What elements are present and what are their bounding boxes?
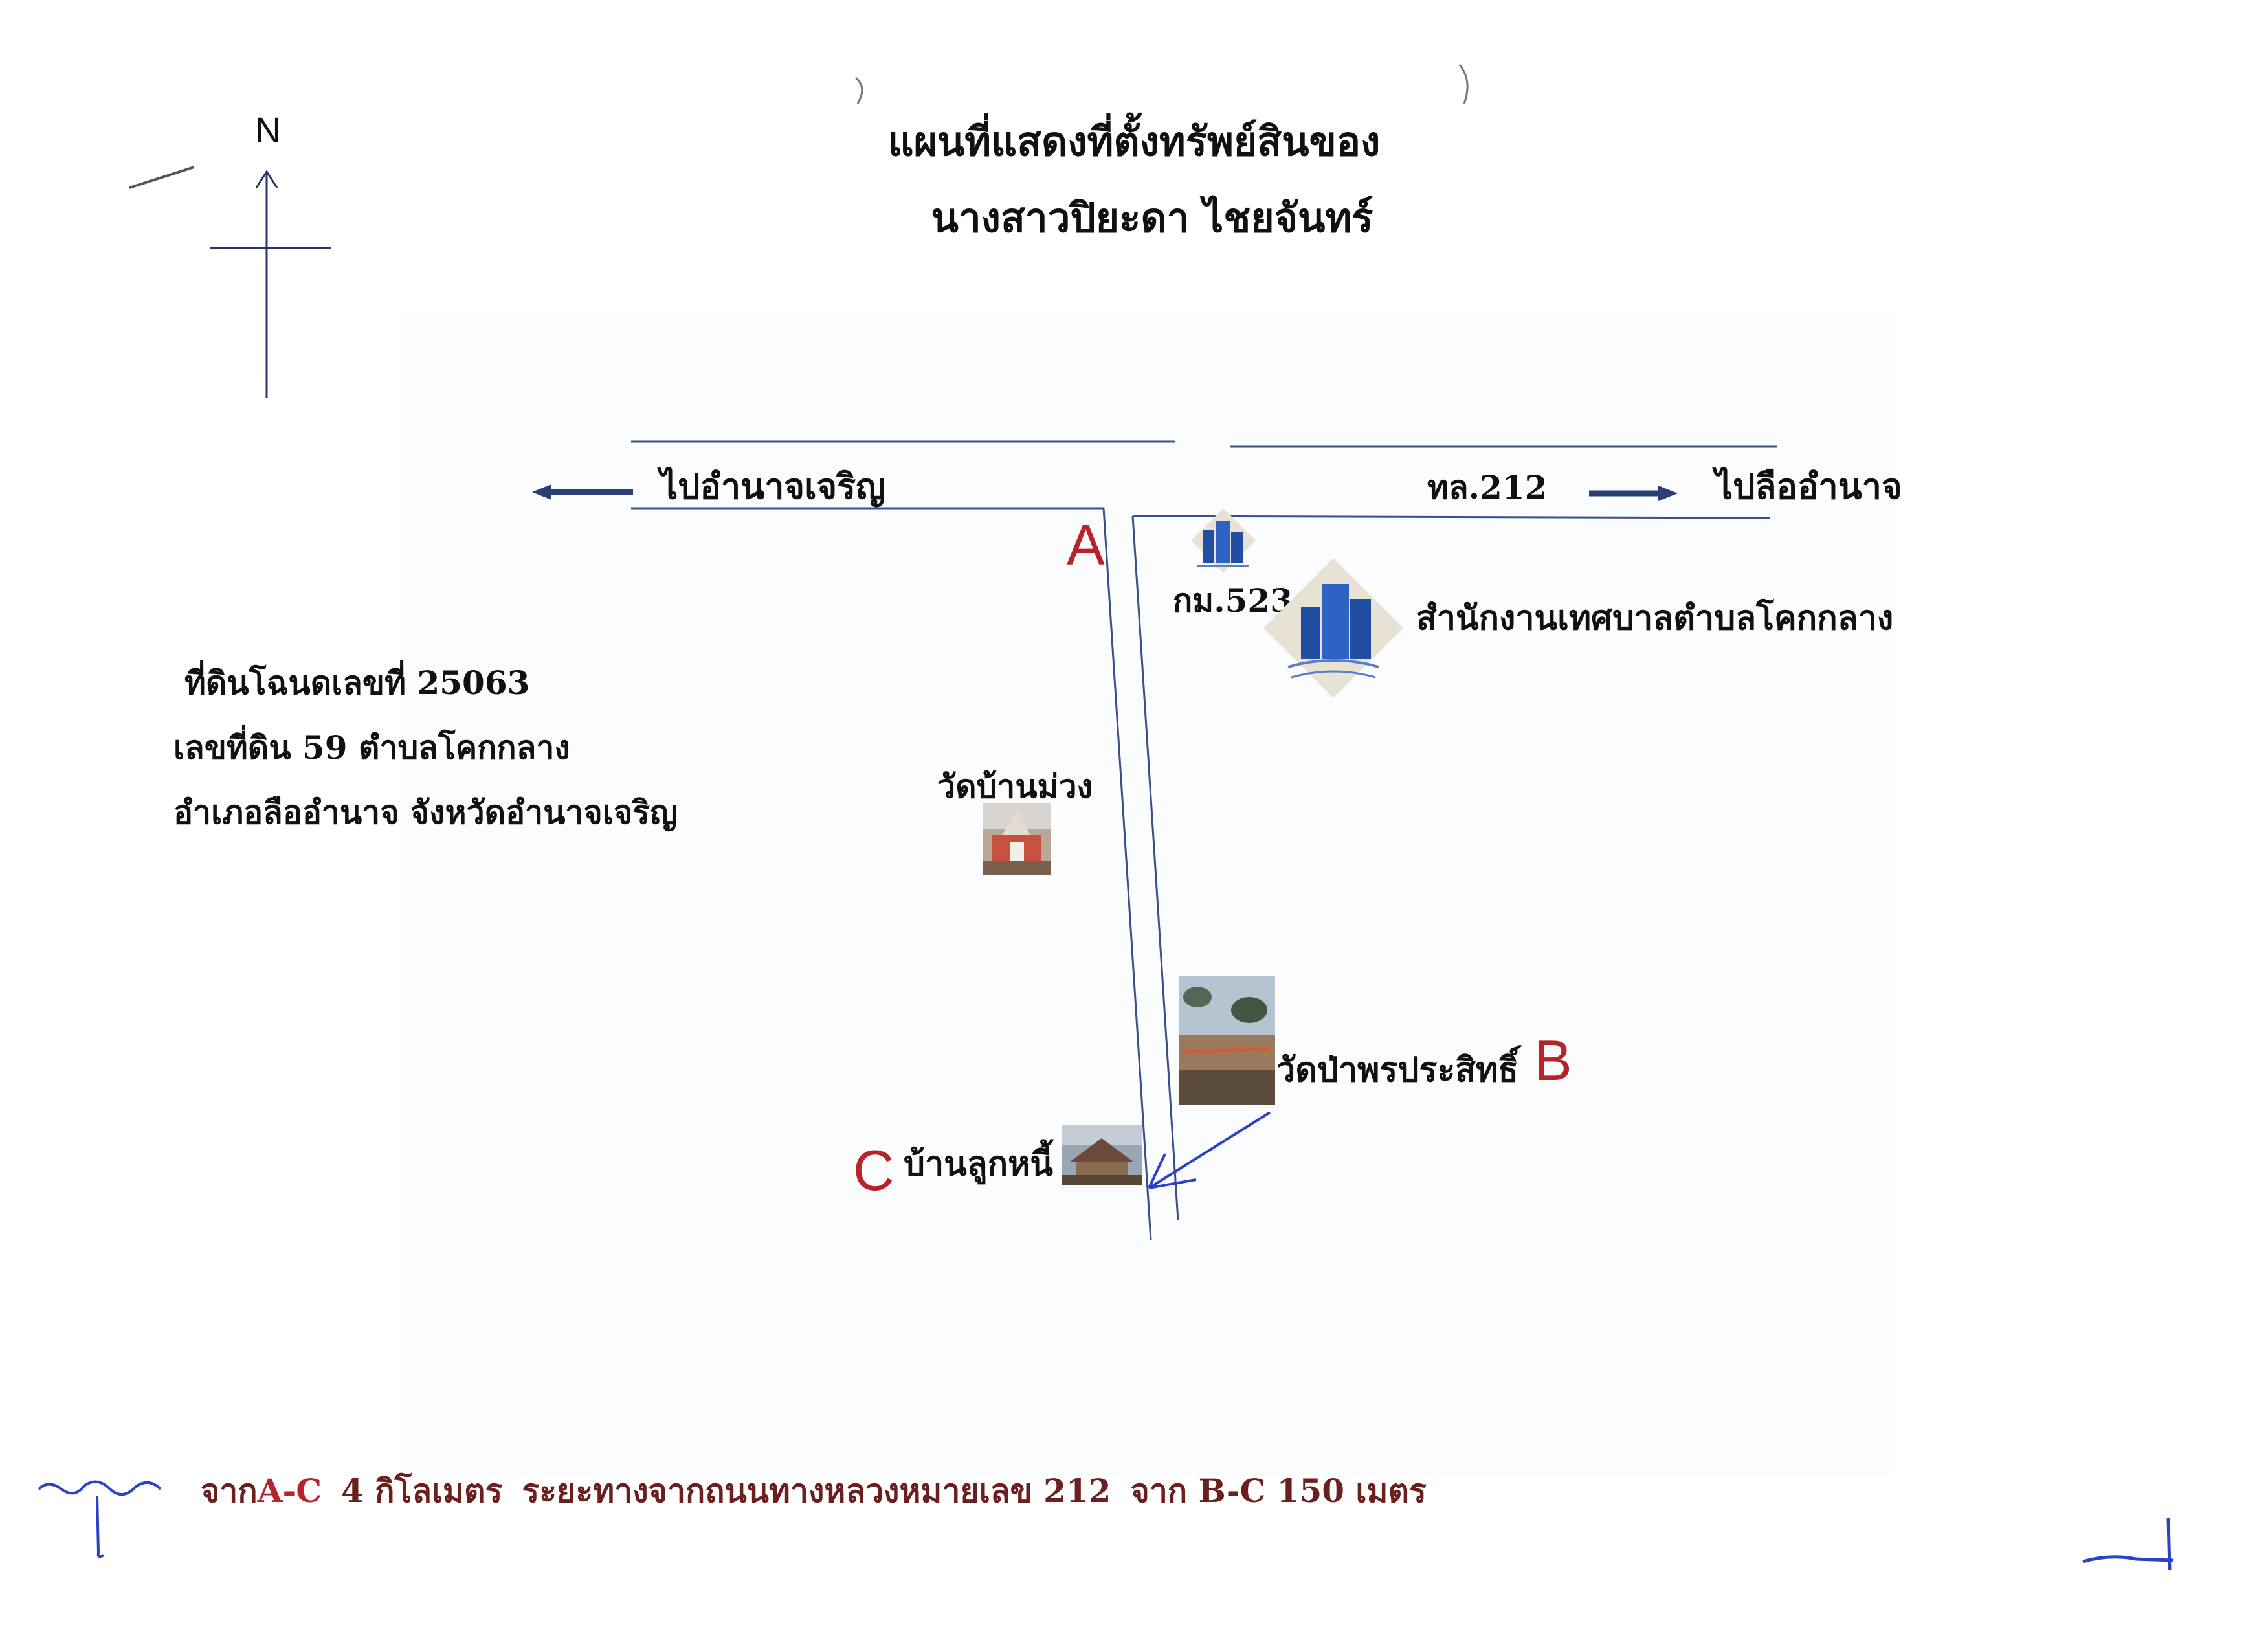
land-district-line: อำเภอลืออำนาจ จังหวัดอำนาจเจริญ [173,793,678,831]
scan-background [401,311,1890,1476]
arrow-west-icon [532,484,633,500]
temple-photo [983,803,1051,875]
point-c-label: C [853,1138,895,1202]
wat-pa-phon-label: วัดป่าพรประสิทธิ์ [1276,1045,1522,1090]
wat-pa-phon-photo [1179,976,1275,1105]
distance-note: จากA-C 4 กิโลเมตร ระยะทางจากถนนทางหลวงหมาย… [201,1472,1427,1510]
road-label-route-212: ทล.212 [1427,468,1547,506]
north-arrow-icon [210,170,331,398]
road-label-lue-amnat: ไปลืออำนาจ [1712,466,1902,507]
municipal-office-icon [1263,558,1403,698]
distance-ac: A-C [257,1472,322,1510]
handwritten-signature [38,1480,162,1558]
distance-bc: จาก B-C 150 เมตร [1130,1472,1426,1510]
road-label-amnat-charoen: ไปอำนาจเจริญ [657,466,885,507]
point-a-label: A [1067,513,1105,577]
distance-prefix: จาก [201,1472,258,1510]
owner-name: นางสาวปิยะดา ไชยจันทร์ [931,194,1373,241]
map-title: แผนที่แสดงที่ตั้งทรัพย์สินของ [888,112,1381,165]
hand-drawn-arrow-icon [1148,1111,1271,1189]
land-deed-line: ที่ดินโฉนดเลขที่ 25063 [184,660,529,702]
point-b-label: B [1534,1028,1572,1092]
side-road [1102,508,1179,1241]
land-number-line: เลขที่ดิน 59 ตำบลโคกกลาง [173,725,570,767]
house-photo [1062,1125,1142,1185]
scan-mark [129,64,1469,189]
building-icon [1191,508,1256,573]
handwritten-mark [2082,1518,2174,1571]
distance-description: ระยะทางจากถนนทางหลวงหมายเลข 212 [522,1472,1111,1510]
wat-ban-muang-label: วัดบ้านม่วง [937,767,1093,805]
compass-north-label: N [255,109,281,150]
municipal-office-label: สำนักงานเทศบาลตำบลโคกกลาง [1416,598,1893,638]
distance-ac-value: 4 กิโลเมตร [341,1472,502,1510]
km-marker-label: กม.523 [1173,581,1293,620]
highway-212 [631,440,1777,519]
arrow-east-icon [1589,486,1678,501]
ban-luk-ni-label: บ้านลูกหนี้ [904,1139,1054,1185]
